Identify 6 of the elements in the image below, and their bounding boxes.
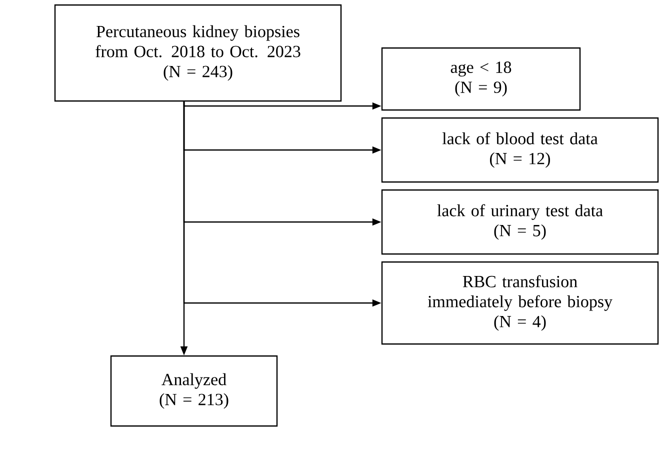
process-box: lack of urinary test data (N = 5) xyxy=(381,189,659,255)
process-box: Percutaneous kidney biopsies from Oct. 2018 to Oct. 2023 (N = 243) xyxy=(54,4,342,102)
process-box: age < 18 (N = 9) xyxy=(381,47,581,111)
process-box: Analyzed (N = 213) xyxy=(110,355,278,427)
process-box: RBC transfusion immediately before biopsy (N = 4) xyxy=(381,261,659,345)
process-box: lack of blood test data (N = 12) xyxy=(381,117,659,183)
